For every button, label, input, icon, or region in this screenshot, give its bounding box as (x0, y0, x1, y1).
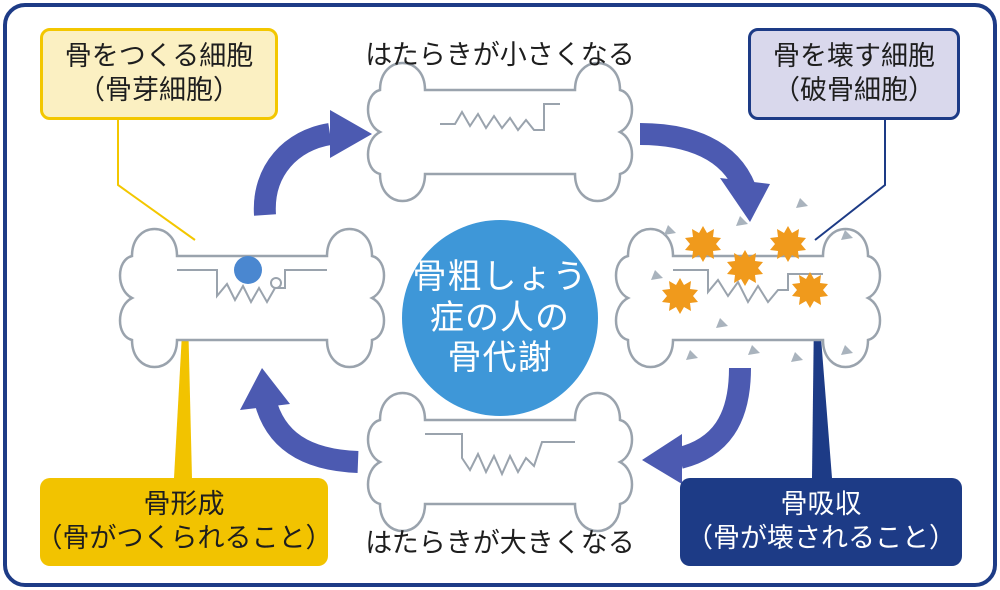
center-circle (402, 220, 598, 416)
label-osteoclast-line1: 骨を壊す細胞 (773, 41, 935, 73)
bone-right (614, 227, 882, 369)
center-title-line1: 骨粗しょう (412, 256, 588, 297)
center-title-line3: 骨代謝 (447, 338, 553, 379)
label-activity-increases: はたらきが大きくなる (330, 522, 670, 566)
arrow-bottom-left (240, 368, 359, 473)
osteoblast-cell (234, 256, 262, 284)
label-formation-line2: （骨がつくられること） (35, 523, 333, 554)
label-osteoblast-line2: （骨芽細胞） (78, 75, 240, 106)
leader-line-osteoblast (117, 120, 196, 241)
leader-wedge-formation (174, 315, 192, 478)
bone-left (118, 227, 386, 369)
label-formation-line1: 骨形成 (143, 489, 225, 521)
label-activity-increases-text: はたらきが大きくなる (365, 528, 635, 560)
bone-debris (651, 198, 853, 362)
leader-line-osteoclast (814, 120, 886, 241)
bone-top (366, 61, 634, 203)
arrow-bottom-right (642, 367, 751, 484)
center-title-line2: 症の人の (430, 297, 570, 338)
osteoblast-small-cell (270, 277, 282, 289)
label-resorption-line1: 骨吸収 (780, 489, 862, 521)
leader-wedge-resorption (812, 312, 832, 478)
bone-bottom (366, 391, 634, 533)
label-activity-decreases-text: はたらきが小さくなる (365, 40, 635, 72)
label-osteoclast: 骨を壊す細胞 （破骨細胞） (748, 28, 960, 120)
label-bone-formation: 骨形成 （骨がつくられること） (36, 478, 333, 566)
label-resorption-line2: （骨が壊されること） (686, 523, 956, 554)
center-title: 骨粗しょう 症の人の 骨代謝 (402, 220, 598, 416)
label-activity-decreases: はたらきが小さくなる (330, 34, 670, 78)
label-bone-resorption: 骨吸収 （骨が壊されること） (680, 478, 962, 566)
label-osteoblast-line1: 骨をつくる細胞 (64, 41, 254, 73)
label-osteoblast: 骨をつくる細胞 （骨芽細胞） (40, 28, 278, 120)
label-osteoclast-line2: （破骨細胞） (773, 75, 935, 106)
arrow-top-right (639, 123, 770, 222)
arrow-top-left (253, 110, 372, 216)
